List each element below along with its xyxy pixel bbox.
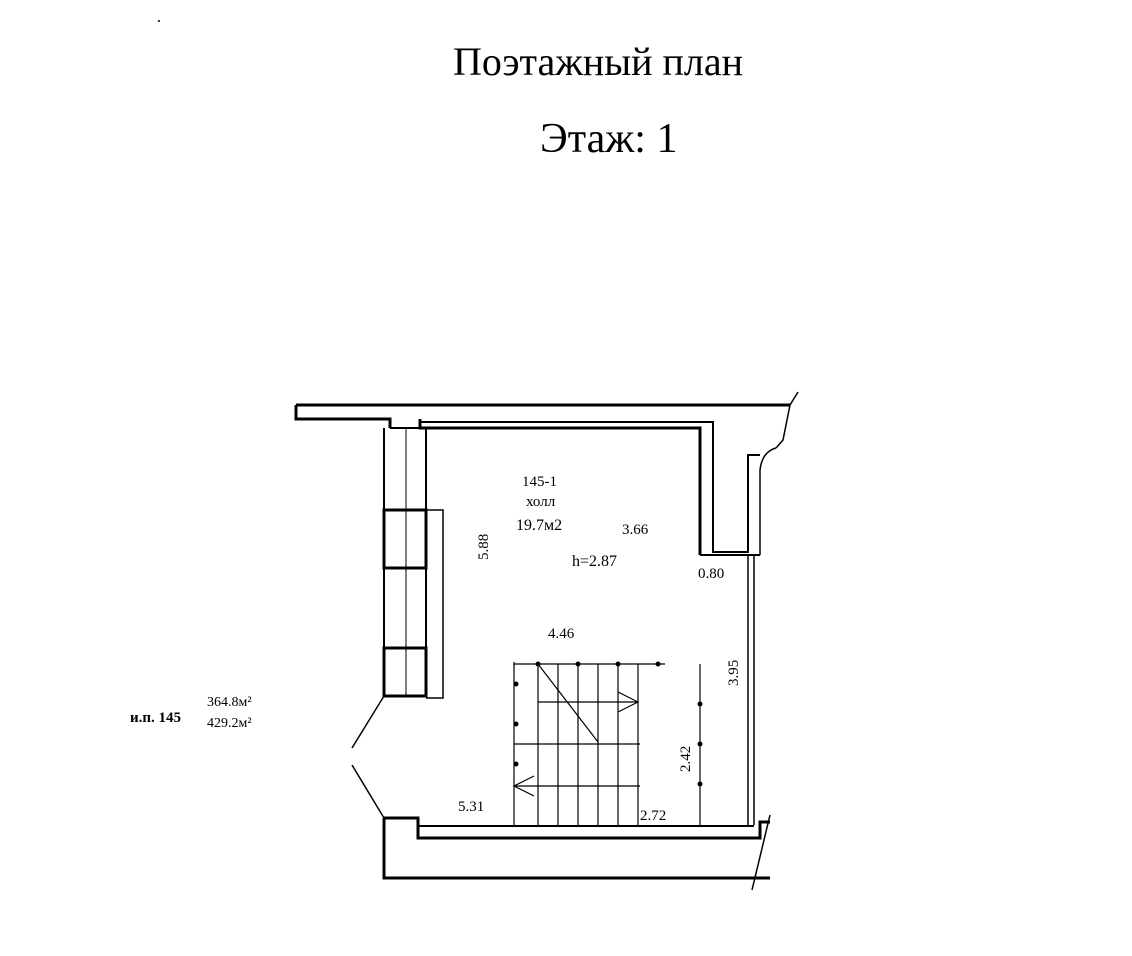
top-wall-inner [418,419,702,555]
page-title: Поэтажный план [452,39,744,84]
dim-bottom-left: 5.31 [458,799,484,815]
dim-left-wall: 5.88 [476,534,492,560]
right-wall [747,555,755,825]
floor-label: Этаж: [540,116,646,162]
dim-niche-width: 0.80 [698,566,724,582]
legend-label: и.п. 145 [130,710,181,726]
dimension-dots [513,661,703,787]
stair-diagonal [537,663,599,743]
legend-area-1: 364.8м² [207,695,252,710]
entry-line-upper [351,695,385,749]
window-lower [382,646,428,698]
window-upper [382,508,428,570]
room-name: холл [526,494,556,510]
bottom-break-line [751,814,771,891]
top-wall-inner-left [294,405,392,428]
floor-heading: Этаж: 1 [540,114,677,164]
room-height: h=2.87 [572,553,617,570]
bottom-wall [382,818,770,880]
speck-mark [158,20,160,22]
stair-arrow-upper [538,691,640,713]
dim-right-wall: 3.95 [726,660,742,686]
staircase [512,662,701,826]
left-wall [383,428,427,695]
entry-line-lower [351,764,385,819]
dim-top-right: 3.66 [622,522,649,538]
dim-stair-height: 2.42 [678,746,694,772]
right-break-line [775,391,799,449]
walls [294,391,799,891]
dim-stair-width: 4.46 [548,626,575,642]
room-area: 19.7м2 [516,517,562,534]
room-number: 145-1 [522,474,557,490]
floor-number: 1 [656,116,678,162]
dim-bottom-right: 2.72 [640,808,666,824]
legend-area-2: 429.2м² [207,716,252,731]
stair-arrow-lower [512,775,640,797]
